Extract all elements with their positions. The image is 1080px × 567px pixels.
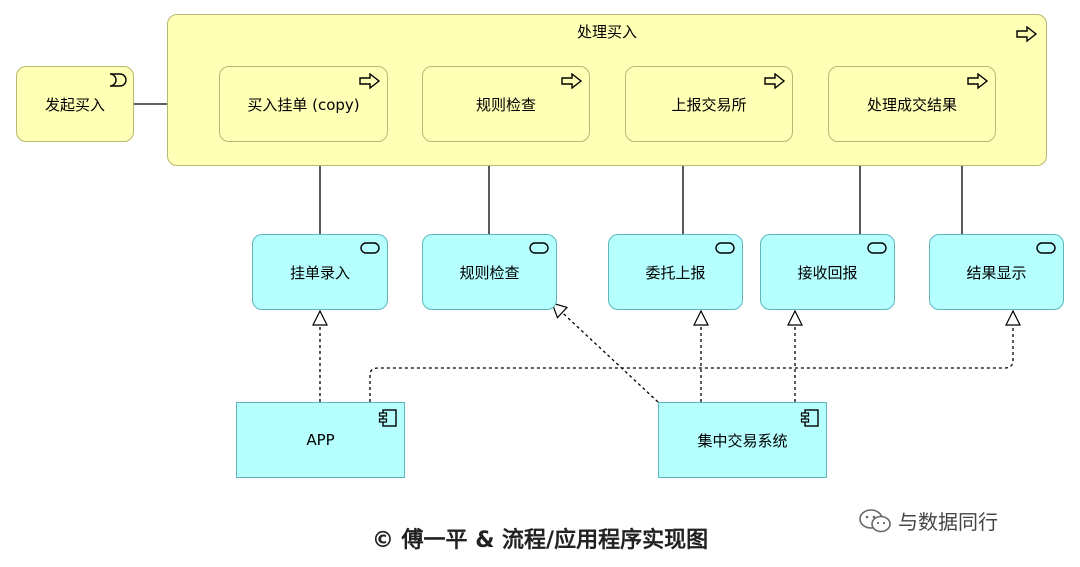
watermark: 与数据同行 [858,506,998,535]
business-event-icon [109,73,127,87]
event-label: 发起买入 [44,95,105,114]
service-result-display[interactable]: 结果显示 [929,234,1064,310]
service-rule-check[interactable]: 规则检查 [422,234,557,310]
process-label: 买入挂单 (copy) [247,95,360,114]
process-label: 处理成交结果 [866,95,957,114]
service-icon [360,242,380,254]
service-label: 规则检查 [459,263,520,282]
realize-central-rule-check [552,303,659,403]
service-icon [529,242,549,254]
process-report-exchange[interactable]: 上报交易所 [625,66,793,142]
service-label: 接收回报 [797,263,858,282]
service-icon [867,242,887,254]
component-label: APP [306,431,335,449]
process-buy-order[interactable]: 买入挂单 (copy) [219,66,388,142]
service-label: 结果显示 [966,263,1027,282]
process-arrow-icon [764,73,786,89]
service-label: 委托上报 [645,263,706,282]
component-icon [800,409,819,427]
process-arrow-icon [561,73,583,89]
realize-app-result-display [369,311,1013,402]
process-arrow-icon [967,73,989,89]
figure-caption: © 傅一平 & 流程/应用程序实现图 [371,528,709,553]
process-arrow-icon [359,73,381,89]
service-receive-reply[interactable]: 接收回报 [760,234,895,310]
component-app[interactable]: APP [236,402,405,478]
container-title: 处理买入 [576,23,637,41]
process-handle-result[interactable]: 处理成交结果 [828,66,996,142]
process-label: 规则检查 [475,95,536,114]
component-central-trading[interactable]: 集中交易系统 [658,402,827,478]
component-label: 集中交易系统 [697,431,788,450]
service-entrust-report[interactable]: 委托上报 [608,234,743,310]
process-arrow-icon [1016,26,1038,42]
service-order-entry[interactable]: 挂单录入 [252,234,388,310]
process-label: 上报交易所 [671,95,747,114]
service-icon [1036,242,1056,254]
business-event-start-buy[interactable]: 发起买入 [16,66,134,142]
process-rule-check[interactable]: 规则检查 [422,66,590,142]
service-icon [715,242,735,254]
component-icon [378,409,397,427]
service-label: 挂单录入 [289,263,350,282]
wechat-icon [859,508,891,532]
watermark-text: 与数据同行 [898,510,998,534]
